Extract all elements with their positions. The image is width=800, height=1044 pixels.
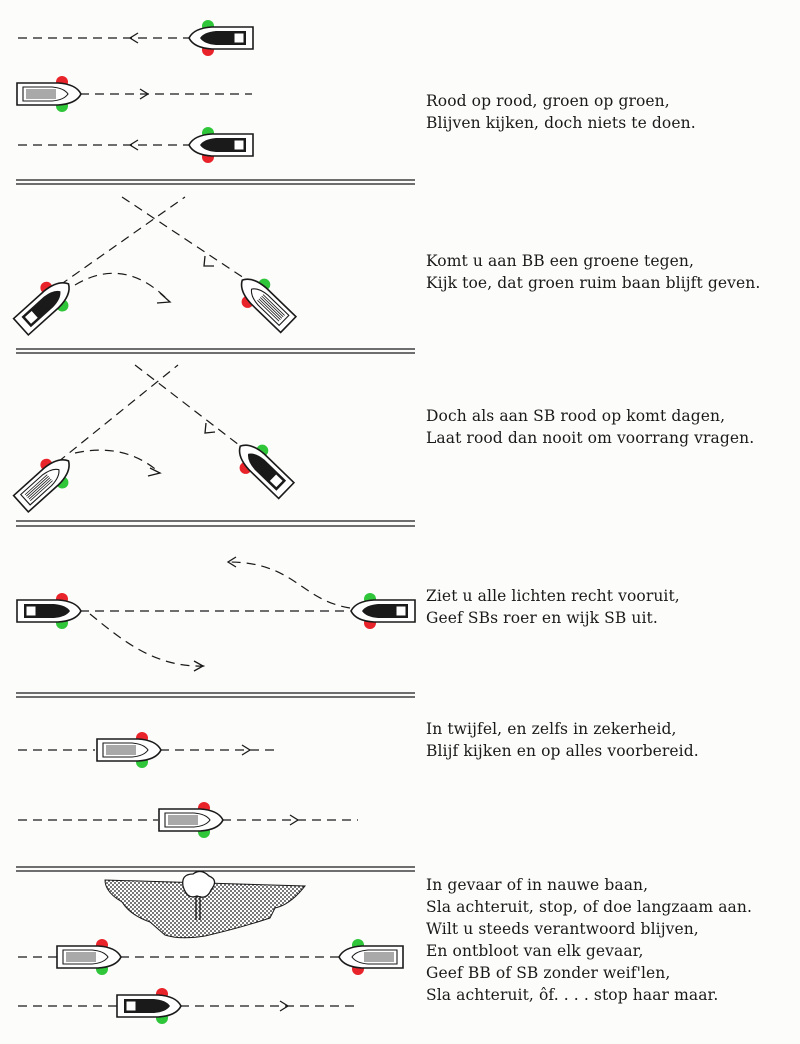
divider-4 [16,692,415,698]
boat-9 [350,593,416,629]
arrow-right-icon [139,88,150,100]
section-dividers [16,179,415,872]
verse-line: Blijven kijken, doch niets te doen. [426,114,696,132]
divider-3 [16,520,415,527]
boat-7 [238,444,296,500]
boat-1 [188,20,254,56]
verse-line: Geef BB of SB zonder weif'len, [426,964,671,982]
arrow-left-icon [128,139,139,151]
verse-2: Komt u aan BB een groene tegen, Kijk toe… [426,250,760,294]
verse-line: Geef SBs roer en wijk SB uit. [426,609,658,627]
boat-5 [240,278,298,334]
verse-line: Ziet u alle lichten recht vooruit, [426,587,680,605]
boat-4 [12,281,70,337]
verse-line: Blijf kijken en op alles voorbereid. [426,742,699,760]
verse-line: Doch als aan SB rood op komt dagen, [426,407,726,425]
arrow-right-icon [279,1000,290,1012]
boat-6 [12,458,70,514]
arrow-left-icon [226,556,237,568]
boat-13 [338,939,404,975]
boat-10 [96,732,162,768]
boat-3 [188,127,254,163]
boat-2 [16,76,82,112]
arrow-right-icon [193,660,205,672]
verse-line: Sla achteruit, stop, of doe langzaam aan… [426,898,752,916]
verse-line: Rood op rood, groen op groen, [426,92,670,110]
arrow-right-icon [147,467,162,477]
verse-line: En ontbloot van elk gevaar, [426,942,644,960]
verse-3: Doch als aan SB rood op komt dagen, Laat… [426,405,754,449]
boats [12,20,416,1024]
verse-line: Komt u aan BB een groene tegen, [426,252,695,270]
arrow-up-left-icon [204,422,216,434]
verse-line: In twijfel, en zelfs in zekerheid, [426,720,677,738]
arrow-right-icon [241,744,252,756]
divider-5 [16,866,415,872]
verse-1: Rood op rood, groen op groen, Blijven ki… [426,90,696,134]
arrow-left-icon [128,32,139,44]
arrow-right-icon [289,814,300,826]
shoal-area [104,879,307,939]
boat-11 [158,802,224,838]
verse-line: Wilt u steeds verantwoord blijven, [426,920,699,938]
verse-line: Kijk toe, dat groen ruim baan blijft gev… [426,274,761,292]
obstacle [104,870,307,939]
course-lines [18,37,360,1007]
verse-line: In gevaar of in nauwe baan, [426,876,649,894]
island [182,870,216,920]
arrow-right-icon [156,292,172,304]
verse-4: Ziet u alle lichten recht vooruit, Geef … [426,585,680,629]
divider-1 [16,179,415,185]
verse-6: In gevaar of in nauwe baan, Sla achterui… [426,874,752,1006]
arrowheads [128,32,300,1012]
verse-line: Laat rood dan nooit om voorrang vragen. [426,429,755,447]
divider-2 [16,348,415,354]
boat-12 [56,939,122,975]
verse-5: In twijfel, en zelfs in zekerheid, Blijf… [426,718,699,762]
boat-14 [116,988,182,1024]
arrow-up-left-icon [203,255,214,267]
verse-line: Sla achteruit, ôf. . . . stop haar maar. [426,986,719,1004]
boat-8 [16,593,82,629]
